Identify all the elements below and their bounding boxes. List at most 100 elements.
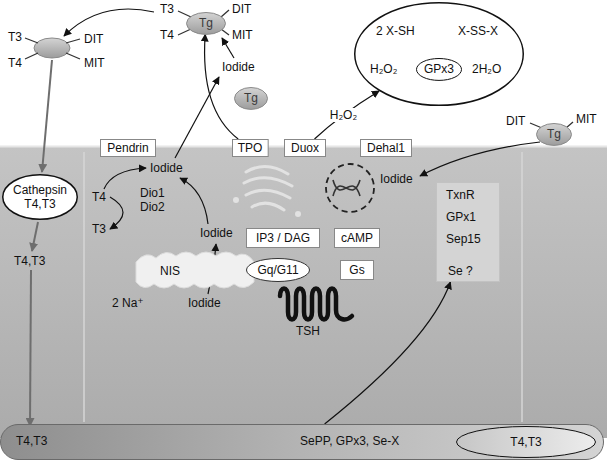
second-messenger-box-shape xyxy=(247,229,320,248)
label-text: DIT xyxy=(506,114,525,128)
node-text: X-SS-X xyxy=(458,24,498,38)
label-text: MIT xyxy=(84,56,105,70)
thyroglobulin-blob: Tg xyxy=(186,12,226,35)
thyroglobulin-blob: Tg xyxy=(536,123,572,146)
second-messenger-box: IP3 / DAG xyxy=(246,228,320,248)
label-text: TSH xyxy=(296,324,320,338)
node-text: Tg xyxy=(199,16,213,30)
label-text: T3 xyxy=(92,222,106,236)
node-text: T4,T3 xyxy=(16,434,47,448)
iodide-release-arrow xyxy=(104,168,146,189)
node-text: Gq/G11 xyxy=(257,263,298,277)
thyroglobulin-blob-shape xyxy=(187,12,226,34)
g-protein-ellipse: Gq/G11 xyxy=(246,258,310,282)
node-text: TxnR xyxy=(446,188,475,202)
node-text: Se ? xyxy=(448,264,473,278)
cell-junction xyxy=(521,152,523,422)
membrane-protein-box: TPO xyxy=(232,139,269,157)
membrane-protein-box-shape xyxy=(232,140,268,157)
edge-label: H₂O₂ xyxy=(328,108,359,122)
membrane-protein-box: Pendrin xyxy=(100,139,156,157)
coupling-arrow xyxy=(64,9,154,36)
g-protein-ellipse-shape xyxy=(247,259,310,282)
label-text: Iodide xyxy=(222,60,255,74)
g-protein-box: Gs xyxy=(340,260,374,280)
cell-junction xyxy=(83,152,85,422)
connector-arrow xyxy=(315,91,380,139)
node-text: Sep15 xyxy=(446,232,481,246)
thyroglobulin-blob-shape xyxy=(537,123,572,145)
node-text: 2H₂O xyxy=(472,62,501,76)
node-text: Pendrin xyxy=(107,141,148,155)
thyroglobulin-blob xyxy=(34,38,70,58)
endocytosis-arrow xyxy=(42,60,52,172)
reaction-circle-shape xyxy=(355,3,524,106)
node-text: T4,T3 xyxy=(24,197,55,211)
node-text: IP3 / DAG xyxy=(256,231,310,245)
hormone-release-arrow xyxy=(32,222,38,251)
blood-vessel-band-shape xyxy=(1,425,604,460)
iodide-transport-arrow xyxy=(180,178,208,224)
label-text: T4 xyxy=(160,28,174,42)
lysosome-ellipse-shape xyxy=(3,175,78,220)
label-text: Iodide xyxy=(150,161,183,175)
second-messenger-box: cAMP xyxy=(334,228,380,248)
selenoprotein-box-shape xyxy=(437,183,500,282)
node-outline xyxy=(354,2,524,106)
vesicle xyxy=(295,211,301,217)
node-text: H₂O₂ xyxy=(370,62,397,76)
label-text: MIT xyxy=(576,112,597,126)
selenoprotein-box: TxnR GPx1Sep15 Se ? xyxy=(436,182,500,282)
label-text: DIT xyxy=(232,2,251,16)
g-protein-box-shape xyxy=(341,261,374,280)
label-text: T3 xyxy=(8,30,22,44)
node-text: Duox xyxy=(291,141,319,155)
hormone-ellipse-shape xyxy=(457,427,596,458)
secretion-arrow xyxy=(30,270,31,426)
blood-vessel-band: T4,T3 SePP, GPx3, Se-X T4,T3 xyxy=(0,424,604,460)
vesicle xyxy=(233,197,239,203)
dna-helix xyxy=(333,180,360,196)
reaction-circle: 2 X-SH X-SS-X H₂O₂ 2H₂O GPx3 xyxy=(354,2,524,106)
label-text: NIS xyxy=(160,264,180,278)
basolateral-membrane xyxy=(136,252,254,288)
label-text: DIT xyxy=(84,32,103,46)
label-text: Iodide xyxy=(380,172,413,186)
label-text: T4 xyxy=(92,190,106,204)
node-text: TPO xyxy=(238,141,263,155)
label-text: T4 xyxy=(8,56,22,70)
golgi-apparatus xyxy=(244,166,292,210)
node-text: Tg xyxy=(244,91,258,105)
membrane-protein-box-shape xyxy=(361,140,412,157)
enzyme-ellipse-shape xyxy=(417,58,462,80)
lysosome-ellipse: CathepsinT4,T3 xyxy=(2,174,78,220)
iodination-site-lines xyxy=(25,38,80,59)
node-text: Dehal1 xyxy=(367,141,405,155)
node-text: 2 X-SH xyxy=(376,24,415,38)
membrane-protein-box: Duox xyxy=(284,139,326,157)
tsh-receptor xyxy=(280,289,352,320)
iodination-site-lines xyxy=(178,10,229,35)
thyroglobulin-blob: Tg xyxy=(234,87,268,110)
membrane-protein-box-shape xyxy=(101,140,156,157)
second-messenger-box-shape xyxy=(335,229,380,248)
thyrocyte-layer xyxy=(0,146,607,438)
node-text: T4,T3 xyxy=(510,435,541,449)
enzyme-ellipse: GPx3 xyxy=(416,58,462,81)
connector-arrow xyxy=(205,34,239,139)
connector-arrow xyxy=(325,282,451,424)
node-text: GPx1 xyxy=(446,210,476,224)
label-text: Iodide xyxy=(188,296,221,310)
node-text: SePP, GPx3, Se-X xyxy=(300,434,399,448)
label-text: T4,T3 xyxy=(14,254,45,268)
thyroglobulin-blob-shape xyxy=(235,87,268,109)
node-text: cAMP xyxy=(341,231,373,245)
node-text: Tg xyxy=(547,127,561,141)
nucleus-outline xyxy=(326,164,374,212)
iodide-efflux-arrow xyxy=(175,77,219,158)
deiodination-arrow xyxy=(420,142,540,176)
label-text: T3 xyxy=(160,2,174,16)
label-text: 2 Na⁺ xyxy=(112,296,144,310)
hormone-ellipse: T4,T3 xyxy=(456,426,596,458)
